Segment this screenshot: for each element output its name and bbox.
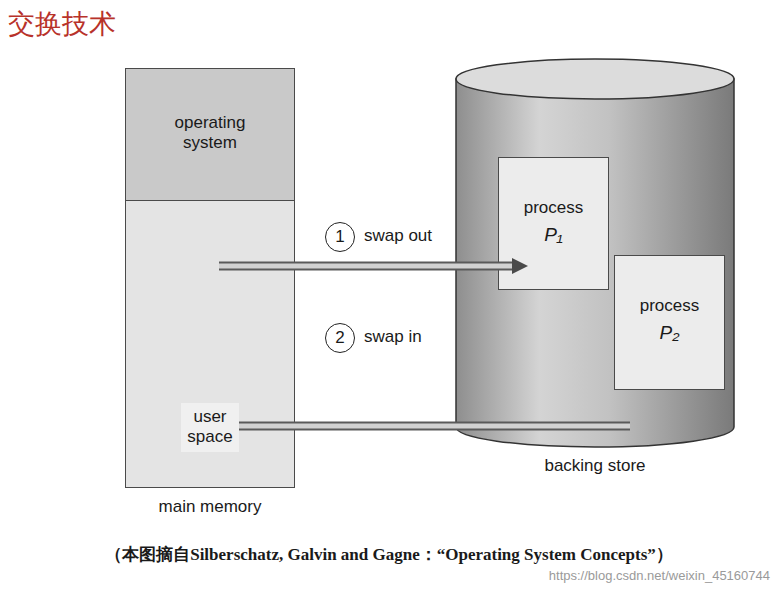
edge-label: swap in <box>362 327 424 347</box>
edge-label: swap out <box>362 226 434 246</box>
callout-number: 2 <box>325 323 355 353</box>
os-region: operating system <box>126 69 294 201</box>
watermark: https://blog.csdn.net/weixin_45160744 <box>549 568 770 583</box>
node-label: main memory <box>159 497 262 517</box>
node-label: operating system <box>175 113 246 154</box>
node-label: process <box>499 198 608 218</box>
process-name: P₁ <box>499 224 608 247</box>
user-space-region: user space <box>126 201 294 487</box>
node-label: process <box>615 296 724 316</box>
main-memory: operating systemuser spacemain memory <box>125 68 295 488</box>
figure-caption: （本图摘自Silberschatz, Galvin and Gagne：“Ope… <box>0 543 778 566</box>
process-box: processP₁ <box>498 157 609 290</box>
callout-number: 1 <box>325 222 355 252</box>
process-name: P₂ <box>615 322 724 345</box>
cylinder-body <box>456 79 734 447</box>
node-label: backing store <box>544 456 645 476</box>
backing-store: processP₁processP₂backing store <box>455 58 735 448</box>
slide-title: 交换技术 <box>8 6 116 42</box>
cylinder-top <box>456 59 734 99</box>
process-box: processP₂ <box>614 255 725 390</box>
node-label: user space <box>181 403 238 452</box>
